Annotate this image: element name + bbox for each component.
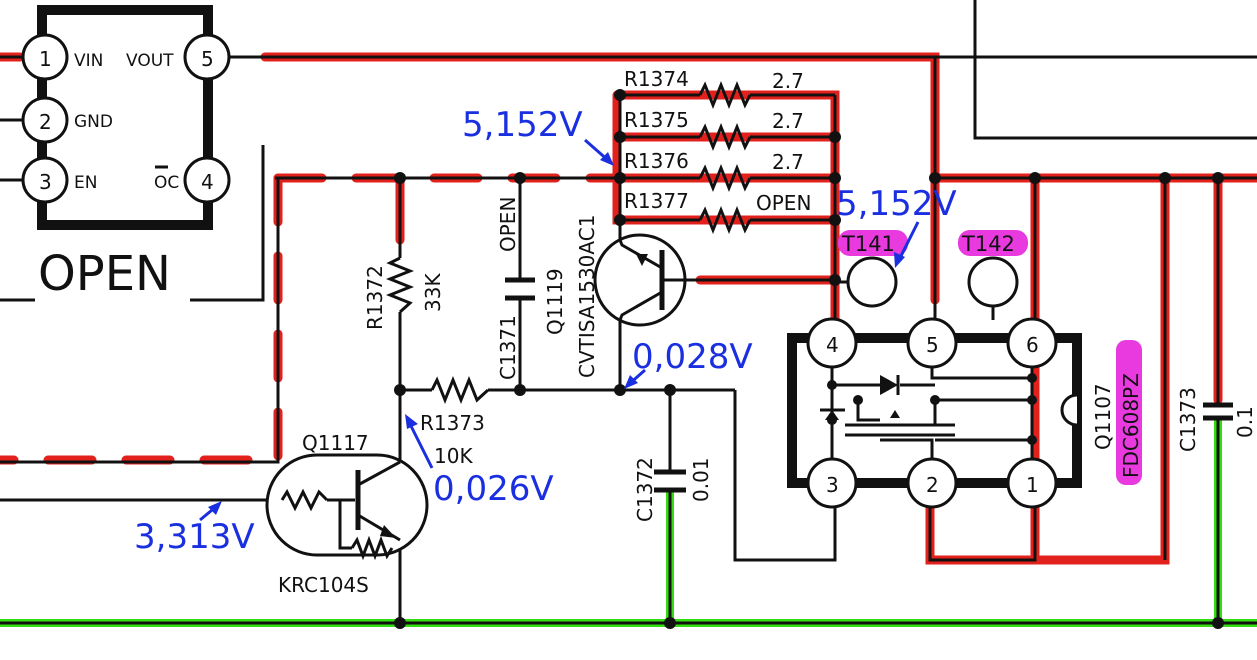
voltage-base: 0,028V <box>632 337 753 377</box>
r1372-ref: R1372 <box>363 265 387 330</box>
reg-pin-en: EN <box>74 173 97 193</box>
q1107-pin3: 3 <box>826 473 839 497</box>
c1372-ref: C1372 <box>633 457 657 522</box>
c1371: OPEN C1371 <box>496 197 535 380</box>
reg-pin2-num: 2 <box>39 110 52 134</box>
r1373-value: 10K <box>434 444 473 468</box>
reg-pin5-num: 5 <box>201 47 214 71</box>
q1107-pin5: 5 <box>926 333 939 357</box>
reg-pin-gnd: GND <box>74 112 113 132</box>
q1119-ref: Q1119 <box>543 268 567 335</box>
r1376-value: 2.7 <box>772 150 804 174</box>
voltage-emitter: 5,152V <box>462 105 583 145</box>
r1373-ref: R1373 <box>420 411 485 435</box>
r1374-ref: R1374 <box>624 67 689 91</box>
voltage-input: 3,313V <box>134 517 255 557</box>
q1107-mosfet: 4 5 6 3 2 1 Q1107 FDC608PZ <box>787 317 1143 509</box>
c1372: C1372 0.01 <box>633 457 713 522</box>
q1107-pin6: 6 <box>1026 333 1039 357</box>
resistor-ladder: R1374 R1375 R1376 R1377 2.7 2.7 2.7 OPEN <box>624 67 811 235</box>
reg-pin-vin: VIN <box>74 51 103 71</box>
r1372: R1372 33K <box>363 256 445 330</box>
q1107-pin1: 1 <box>1026 473 1039 497</box>
q1119-transistor: Q1119 CVTISA1530AC1 <box>543 215 690 378</box>
c1373-value: 0.1 <box>1233 406 1257 438</box>
voltage-collector: 0,026V <box>433 469 554 509</box>
regulator-ic: 1 2 3 5 4 VIN GND EN VOUT OC OPEN <box>21 5 231 302</box>
test-points: T141 T142 <box>835 230 1028 320</box>
c1372-value: 0.01 <box>689 457 713 502</box>
wires <box>0 0 1257 625</box>
reg-pin4-num: 4 <box>201 170 214 194</box>
q1119-part: CVTISA1530AC1 <box>575 215 599 378</box>
c1373-ref: C1373 <box>1176 387 1200 452</box>
reg-pin3-num: 3 <box>39 170 52 194</box>
reg-pin-vout: VOUT <box>126 51 174 71</box>
q1107-pin2: 2 <box>926 473 939 497</box>
reg-pin1-num: 1 <box>39 47 52 71</box>
t141-label: T141 <box>841 232 895 256</box>
q1107-pin4: 4 <box>826 333 839 357</box>
c1371-ref: C1371 <box>496 315 520 380</box>
voltage-t141: 5,152V <box>836 184 957 224</box>
regulator-status: OPEN <box>38 246 171 302</box>
c1371-value: OPEN <box>496 197 520 252</box>
q1107-ref: Q1107 <box>1091 383 1115 450</box>
voltage-annotations: 5,152V 5,152V 0,028V 0,026V 3,313V <box>134 105 957 557</box>
t142-label: T142 <box>961 232 1015 256</box>
r1372-value: 33K <box>421 273 445 312</box>
q1117-ref: Q1117 <box>302 431 369 455</box>
r1374-value: 2.7 <box>772 69 804 93</box>
q1117-part: KRC104S <box>278 573 369 597</box>
r1375-ref: R1375 <box>624 108 689 132</box>
r1377-value: OPEN <box>756 191 811 215</box>
q1117-transistor: Q1117 KRC104S <box>265 431 429 597</box>
r1377-ref: R1377 <box>624 189 689 213</box>
c1373: C1373 0.1 <box>1176 387 1257 452</box>
reg-pin-oc: OC <box>154 173 179 193</box>
junction-dots <box>394 89 1224 629</box>
r1375-value: 2.7 <box>772 109 804 133</box>
r1376-ref: R1376 <box>624 149 689 173</box>
q1107-part: FDC608PZ <box>1119 373 1143 478</box>
r1373: R1373 10K <box>420 375 490 468</box>
